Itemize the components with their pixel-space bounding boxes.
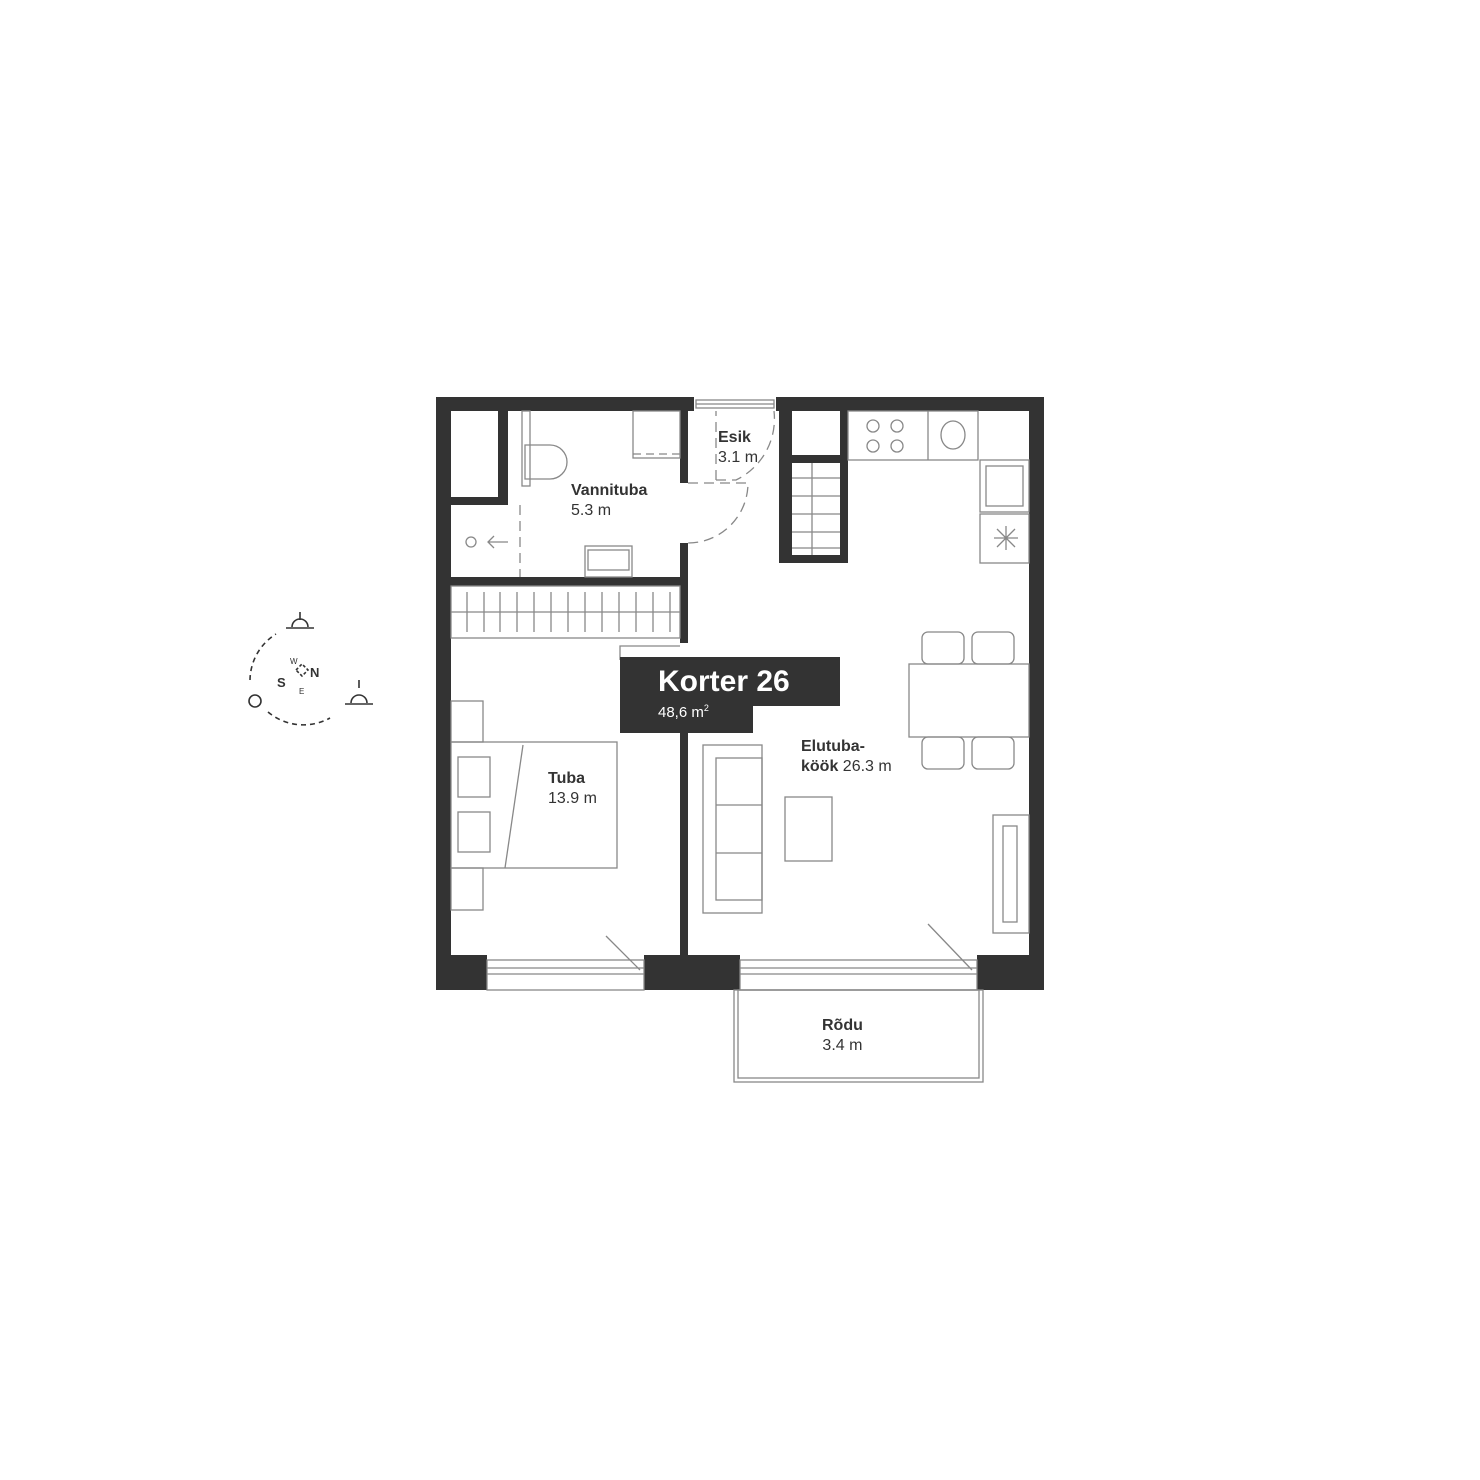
wardrobe-hangers xyxy=(466,592,671,632)
apartment-area: 48,6 m2 xyxy=(658,703,709,721)
apartment-area-box: 48,6 m2 xyxy=(620,703,753,733)
compass-letters: S N W E xyxy=(277,657,319,696)
compass-icon xyxy=(248,612,373,726)
walls xyxy=(436,397,1044,990)
compass-n: N xyxy=(310,665,319,680)
apartment-title-box: Korter 26 xyxy=(620,657,840,706)
fixtures xyxy=(248,399,1030,1083)
compass-s: S xyxy=(277,675,286,690)
apartment-title: Korter 26 xyxy=(658,665,790,698)
room-label-elutuba: Elutuba-köök 26.3 m xyxy=(801,738,892,775)
compass-w: W xyxy=(290,657,298,666)
compass-e: E xyxy=(299,687,304,696)
